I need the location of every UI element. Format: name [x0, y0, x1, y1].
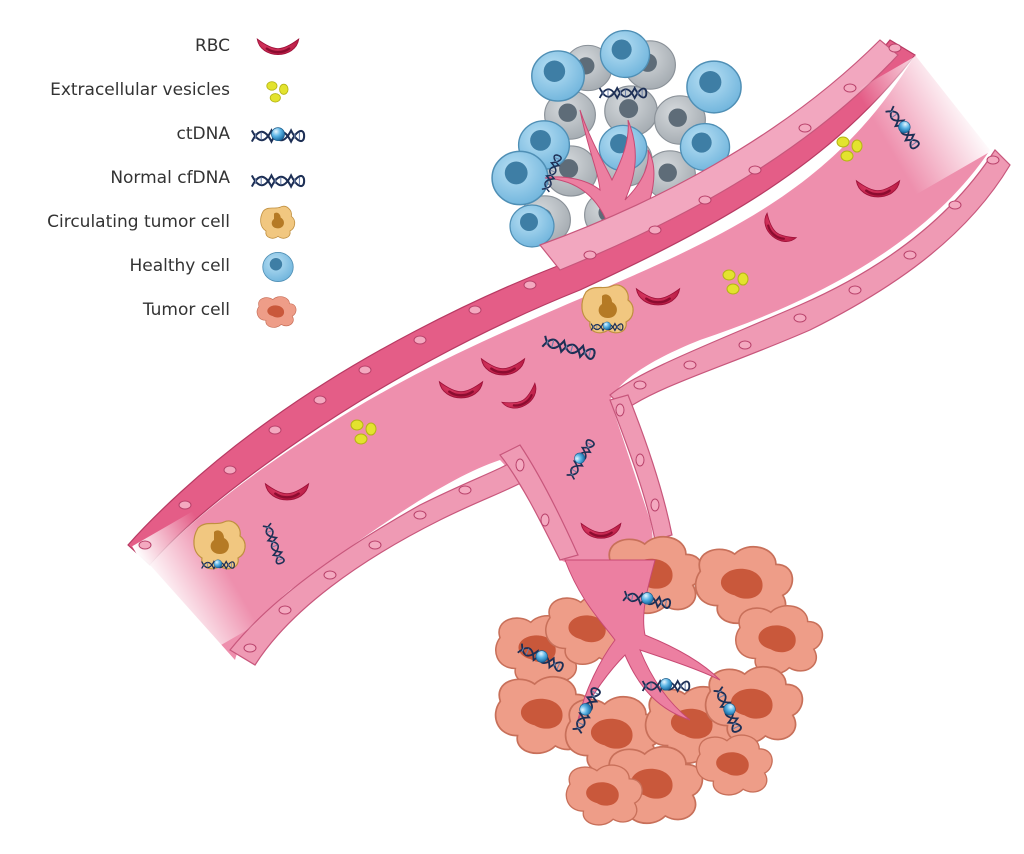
- legend-label: Circulating tumor cell: [47, 212, 230, 232]
- legend-item-cfdna: Normal cfDNA: [20, 160, 320, 200]
- legend-item-vesicles: Extracellular vesicles: [20, 72, 320, 112]
- legend-label: Extracellular vesicles: [50, 80, 230, 100]
- legend-item-tumor-cell: Tumor cell: [20, 292, 320, 332]
- legend-label: ctDNA: [176, 124, 230, 144]
- legend-label: Normal cfDNA: [110, 168, 230, 188]
- ctdna-icon: [250, 116, 306, 156]
- ctc-icon: [260, 205, 296, 239]
- vesicles-icon: [266, 81, 289, 103]
- legend-item-rbc: RBC: [20, 28, 320, 68]
- legend-item-ctc: Circulating tumor cell: [20, 204, 320, 244]
- legend-label: RBC: [194, 36, 230, 56]
- cfdna-icon: [250, 174, 306, 188]
- rbc-icon: [255, 37, 301, 56]
- tumor-cell-icon: [256, 296, 297, 328]
- healthy-tissue-cluster: [491, 29, 742, 248]
- legend-item-ctdna: ctDNA: [20, 116, 320, 156]
- blood-vessel: [127, 39, 1011, 666]
- legend-label: Healthy cell: [129, 256, 230, 276]
- legend-label: Tumor cell: [142, 300, 230, 320]
- healthy-cell-icon: [262, 252, 294, 282]
- legend-item-healthy-cell: Healthy cell: [20, 248, 320, 288]
- tumor-cluster: [494, 535, 824, 826]
